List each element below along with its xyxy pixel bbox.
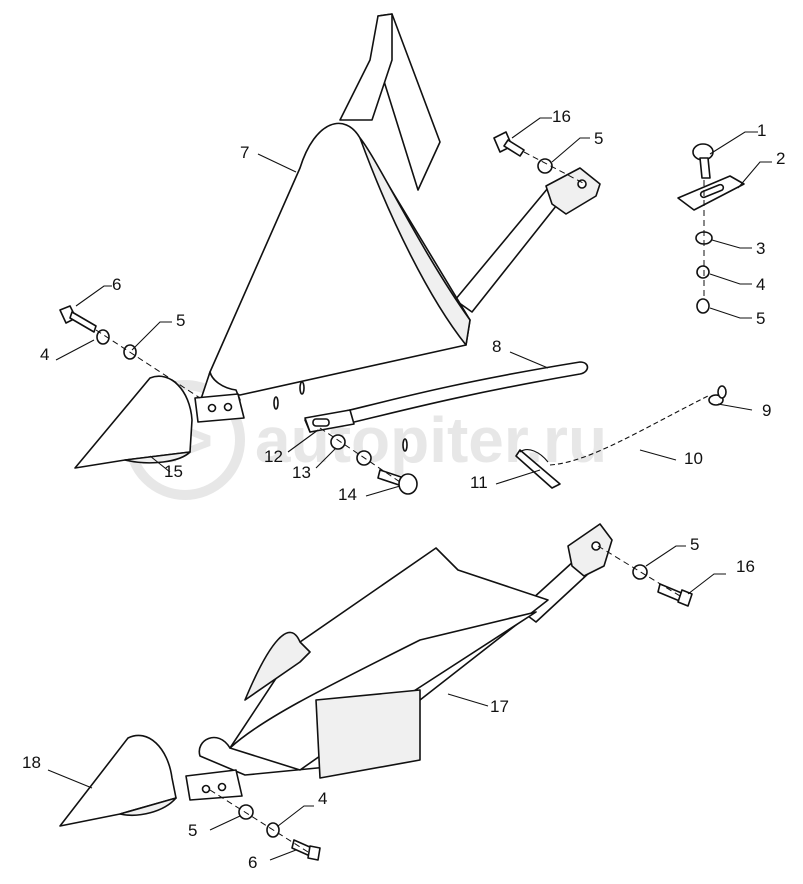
nut-13-upper	[330, 434, 346, 450]
rod	[304, 361, 589, 433]
bolt-16-upper	[493, 131, 525, 157]
label-5-upper-right: 5	[594, 129, 603, 148]
label-2: 2	[776, 149, 785, 168]
lock-washer-4	[696, 265, 710, 279]
label-1: 1	[757, 121, 766, 140]
label-6-lower: 6	[248, 853, 257, 872]
nut-5-lower-right	[632, 564, 648, 580]
upright-bar	[339, 13, 441, 191]
label-10: 10	[684, 449, 703, 468]
dash-line-bolt16	[523, 151, 586, 185]
bolt-6-upper	[59, 305, 97, 333]
label-14: 14	[338, 485, 357, 504]
mount-plate	[194, 393, 245, 423]
label-5-lower-right: 5	[690, 535, 699, 554]
label-5-upper-left: 5	[176, 311, 185, 330]
nut-5-right	[696, 298, 710, 314]
ring-9	[708, 385, 727, 406]
lynch-pin-11	[515, 449, 561, 489]
label-16-lower: 16	[736, 557, 755, 576]
label-17: 17	[490, 697, 509, 716]
slotted-plate	[304, 409, 355, 433]
dash-line-bolt6	[95, 329, 201, 399]
carriage-bolt-1	[692, 143, 714, 179]
label-15: 15	[164, 462, 183, 481]
label-8: 8	[492, 337, 501, 356]
chain-10	[549, 394, 711, 466]
nut-5-lower	[238, 804, 254, 820]
arm-bracket-hole	[577, 179, 587, 189]
support-arm	[454, 167, 601, 313]
tip-cone-lower	[59, 734, 177, 827]
label-12: 12	[264, 447, 283, 466]
nut-5-upper-right	[537, 158, 553, 174]
label-4-right: 4	[756, 275, 765, 294]
washer-4-upper	[96, 329, 110, 345]
label-6-upper: 6	[112, 275, 121, 294]
label-5-lower: 5	[188, 821, 197, 840]
cone-slots	[273, 381, 408, 452]
label-16-upper: 16	[552, 107, 571, 126]
divider-cone-lower	[198, 547, 549, 779]
dash-line-bolt14	[319, 427, 401, 483]
label-4-lower: 4	[318, 789, 327, 808]
label-13: 13	[292, 463, 311, 482]
label-18: 18	[22, 753, 41, 772]
label-5-right: 5	[756, 309, 765, 328]
label-9: 9	[762, 401, 771, 420]
tip-cone-upper	[74, 375, 193, 469]
slotted-plate-2	[677, 175, 745, 211]
bolt-16-lower	[657, 583, 693, 607]
part-labels: 1 2 3 4 5 5 16 7 6 5 4 8 9 10 11 12 13 1…	[22, 107, 785, 872]
bolt-14	[377, 469, 418, 495]
mount-plate-lower	[185, 769, 243, 801]
label-4-upper-left: 4	[40, 345, 49, 364]
label-11: 11	[470, 473, 488, 492]
dash-line-bolt16-lower	[597, 545, 681, 597]
bolt-6-lower	[291, 839, 321, 861]
leader-lines	[47, 117, 772, 861]
label-7: 7	[240, 143, 249, 162]
label-3: 3	[756, 239, 765, 258]
